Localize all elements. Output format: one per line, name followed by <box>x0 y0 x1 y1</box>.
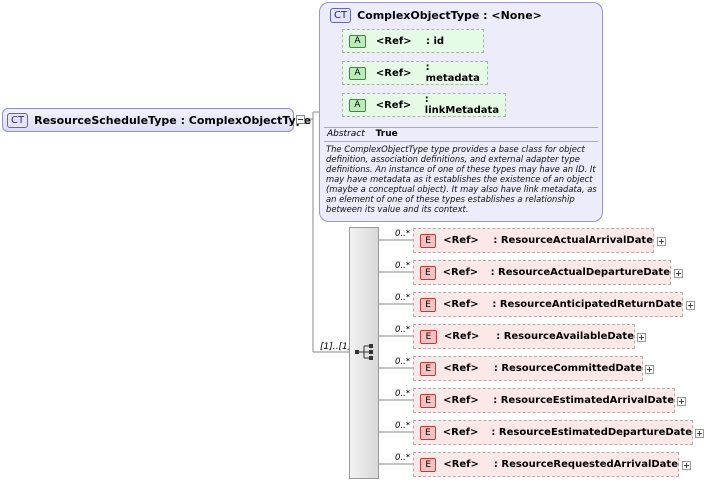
abstract-value: True <box>375 129 398 139</box>
multiplicity-label: 0..* <box>395 453 411 463</box>
element-resource-estimated-arrival-date[interactable]: E <Ref> : ResourceEstimatedArrivalDate <box>413 388 675 413</box>
attribute-name: : id <box>426 35 445 47</box>
expand-icon[interactable] <box>637 333 646 342</box>
attribute-icon: A <box>349 98 366 112</box>
attribute-ref: <Ref> <box>376 35 412 47</box>
element-ref: <Ref> <box>443 459 479 470</box>
element-ref: <Ref> <box>442 267 479 278</box>
element-resource-actual-arrival-date[interactable]: E <Ref> : ResourceActualArrivalDate <box>413 228 654 253</box>
element-resource-estimated-departure-date[interactable]: E <Ref> : ResourceEstimatedDepartureDate <box>413 420 693 445</box>
element-icon: E <box>420 361 437 376</box>
element-ref: <Ref> <box>443 331 480 342</box>
base-type-panel[interactable]: CT ComplexObjectType : <None> A <Ref> : … <box>319 2 603 222</box>
attribute-name: : metadata <box>425 62 480 84</box>
expand-icon[interactable] <box>695 429 704 438</box>
sequence-compositor[interactable] <box>349 227 379 479</box>
element-ref: <Ref> <box>443 235 479 246</box>
element-resource-available-date[interactable]: E <Ref> : ResourceAvailableDate <box>413 324 635 349</box>
element-name: : ResourceAvailableDate <box>496 331 634 342</box>
multiplicity-label: 0..* <box>395 325 411 335</box>
expand-icon[interactable] <box>674 269 683 278</box>
element-resource-requested-arrival-date[interactable]: E <Ref> : ResourceRequestedArrivalDate <box>413 452 679 477</box>
element-name: : ResourceActualDepartureDate <box>490 267 670 278</box>
element-name: : ResourceRequestedArrivalDate <box>493 459 678 470</box>
sequence-occurrence: [1]..[1] <box>320 342 352 352</box>
element-icon: E <box>420 297 436 312</box>
base-type-label: ComplexObjectType : <None> <box>357 9 542 22</box>
element-resource-committed-date[interactable]: E <Ref> : ResourceCommittedDate <box>413 356 643 381</box>
complex-type-icon: CT <box>7 112 29 128</box>
collapse-root-icon[interactable] <box>296 115 305 124</box>
element-ref: <Ref> <box>443 395 479 406</box>
attribute-icon: A <box>349 66 366 80</box>
multiplicity-label: 0..* <box>395 389 411 399</box>
abstract-property: Abstract True <box>327 129 398 139</box>
element-icon: E <box>420 329 437 344</box>
element-name: : ResourceActualArrivalDate <box>493 235 653 246</box>
element-name: : ResourceEstimatedDepartureDate <box>491 427 692 438</box>
element-resource-anticipated-return-date[interactable]: E <Ref> : ResourceAnticipatedReturnDate <box>413 292 683 317</box>
element-icon: E <box>420 233 437 248</box>
attribute-link-metadata[interactable]: A <Ref> : linkMetadata <box>342 93 506 117</box>
element-name: : ResourceEstimatedArrivalDate <box>493 395 674 406</box>
element-ref: <Ref> <box>443 363 479 374</box>
multiplicity-label: 0..* <box>395 421 411 431</box>
sequence-icon <box>355 344 373 360</box>
divider <box>324 127 598 128</box>
divider <box>324 141 598 142</box>
element-icon: E <box>420 265 436 280</box>
attribute-metadata[interactable]: A <Ref> : metadata <box>342 61 488 85</box>
multiplicity-label: 0..* <box>395 229 411 239</box>
complex-type-icon: CT <box>330 8 352 23</box>
element-icon: E <box>420 393 437 408</box>
abstract-label: Abstract <box>327 129 365 139</box>
multiplicity-label: 0..* <box>395 293 411 303</box>
documentation-text: The ComplexObjectType type provides a ba… <box>326 144 597 214</box>
element-name: : ResourceAnticipatedReturnDate <box>492 299 682 310</box>
multiplicity-label: 0..* <box>395 261 411 271</box>
expand-icon[interactable] <box>682 461 691 470</box>
element-ref: <Ref> <box>442 427 479 438</box>
element-ref: <Ref> <box>442 299 479 310</box>
element-resource-actual-departure-date[interactable]: E <Ref> : ResourceActualDepartureDate <box>413 260 671 285</box>
attribute-id[interactable]: A <Ref> : id <box>342 29 484 53</box>
expand-icon[interactable] <box>686 301 695 310</box>
attribute-name: : linkMetadata <box>424 94 500 116</box>
element-name: : ResourceCommittedDate <box>493 363 642 374</box>
expand-icon[interactable] <box>645 365 654 374</box>
expand-icon[interactable] <box>677 397 686 406</box>
attribute-ref: <Ref> <box>375 67 412 79</box>
element-icon: E <box>420 457 437 472</box>
attribute-icon: A <box>349 34 366 48</box>
root-type-box[interactable]: CT ResourceScheduleType : ComplexObjectT… <box>2 108 311 132</box>
attribute-ref: <Ref> <box>375 99 412 111</box>
root-type-label: ResourceScheduleType : ComplexObjectType <box>34 113 312 127</box>
multiplicity-label: 0..* <box>395 357 411 367</box>
element-icon: E <box>420 425 436 440</box>
expand-icon[interactable] <box>657 237 666 246</box>
